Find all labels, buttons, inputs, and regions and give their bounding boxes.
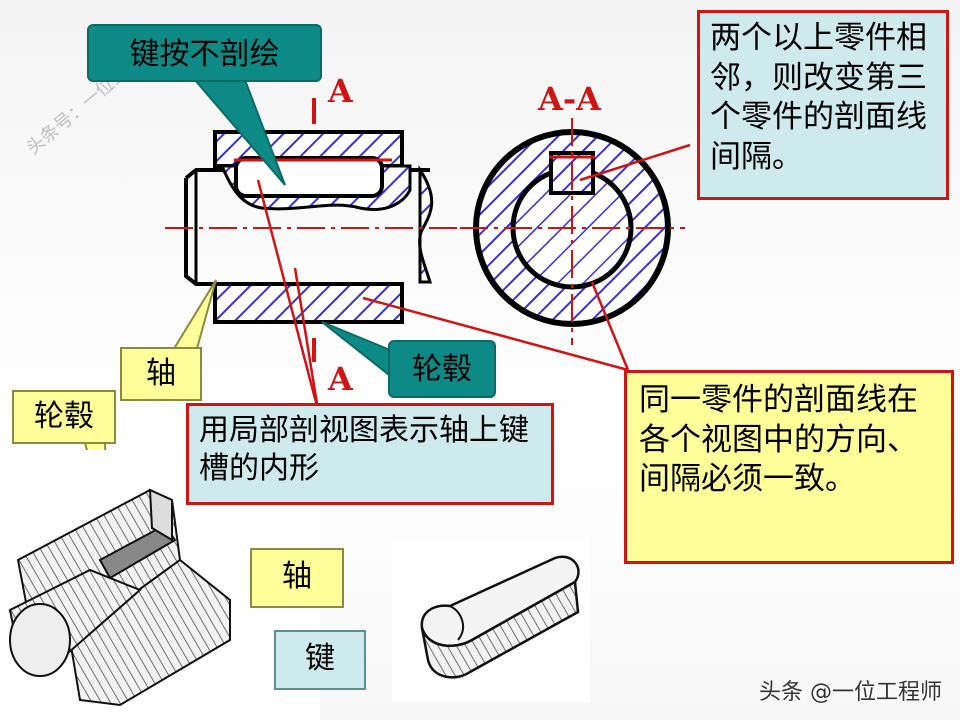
- key-front: [234, 156, 384, 198]
- callout-partial-section: 用局部剖视图表示轴上键槽的内形: [186, 403, 554, 505]
- label-shaft: 轴: [120, 347, 202, 401]
- break-line: [418, 165, 434, 284]
- callout-same-part: 同一零件的剖面线在各个视图中的方向、间隔必须一致。: [624, 370, 954, 564]
- shaft-pointer: [170, 279, 217, 353]
- footer-watermark: 头条 @一位工程师: [759, 680, 942, 705]
- label-key-3d: 键: [274, 630, 366, 690]
- callout-key-not-sectioned: 键按不剖绘: [87, 24, 322, 82]
- pictorial-key: [392, 540, 590, 702]
- hub-bottom-section: [213, 282, 404, 324]
- front-view: [165, 98, 460, 362]
- section-title-AA: A-A: [538, 80, 601, 118]
- label-hub: 轮毂: [388, 340, 496, 398]
- label-shaft-3d: 轴: [250, 548, 344, 608]
- section-mark-top: A: [328, 72, 353, 110]
- label-hub-3d: 轮毂: [12, 390, 116, 444]
- callout-adjacent-parts: 两个以上零件相邻，则改变第三个零件的剖面线间隔。: [697, 10, 949, 200]
- section-mark-bottom: A: [328, 360, 353, 398]
- section-view-AA: [460, 118, 685, 345]
